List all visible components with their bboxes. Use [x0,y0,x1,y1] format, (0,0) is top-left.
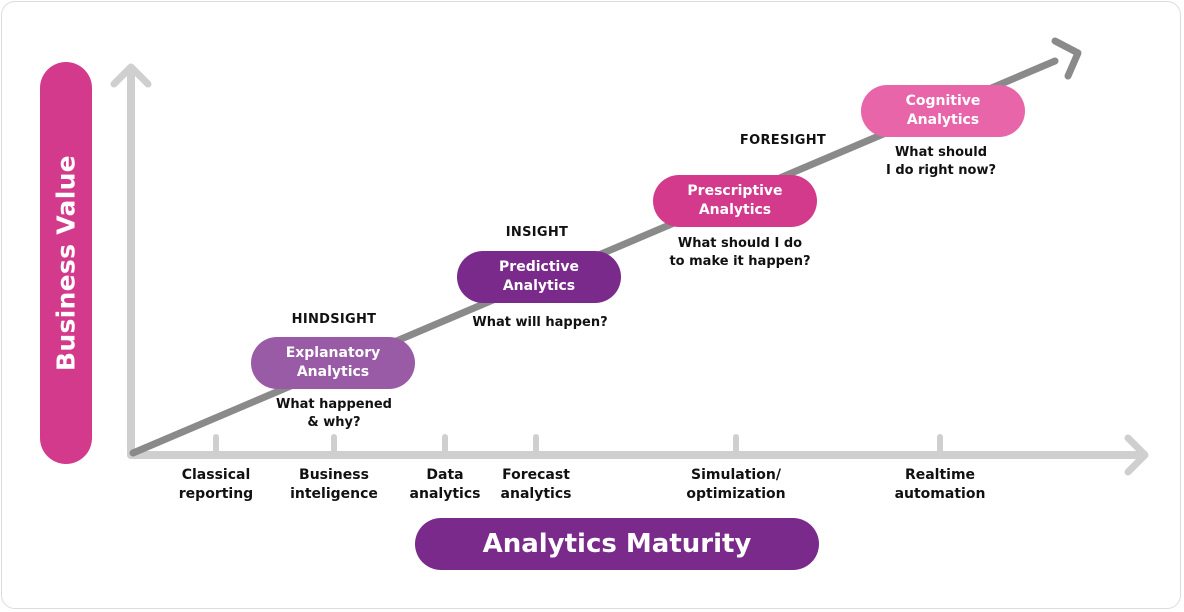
question-line: What should [894,145,988,160]
x-tick-label-line: Data [426,467,464,483]
x-tick-label-line: reporting [178,486,254,502]
stage-label-foresight: FORESIGHT [739,133,827,148]
x-tick-label-line: analytics [409,486,481,502]
x-tick-label-line: optimization [686,486,786,502]
question-line: What happened [276,397,392,412]
predictive-question: What will happen? [472,314,607,332]
x-tick-label-line: Simulation/ [691,467,781,483]
pill-title-line: Cognitive [905,93,981,109]
stage-label-insight: INSIGHT [505,225,569,240]
x-tick-label: Data analytics [410,466,481,504]
cognitive-analytics-pill: Cognitive Analytics [861,85,1025,137]
y-axis-label: Business Value [51,155,81,371]
x-tick-label-line: analytics [500,486,572,502]
analytics-maturity-band: Analytics Maturity [415,518,819,570]
x-tick-label-line: Business [299,467,369,483]
x-tick-label: Forecast analytics [501,466,572,504]
x-tick-label: Business inteligence [290,466,378,504]
x-tick-label-line: Classical [181,467,251,483]
x-tick-label: Realtime automation [895,466,986,504]
x-tick-label-line: inteligence [290,486,378,502]
pill-title-line: Analytics [698,202,772,218]
cognitive-question: What should I do right now? [886,144,996,180]
question-line: What will happen? [472,315,608,330]
business-value-band [40,62,92,464]
x-tick-label-line: Realtime [904,467,976,483]
prescriptive-analytics-pill: Prescriptive Analytics [653,175,817,227]
pill-title-line: Analytics [502,278,576,294]
predictive-analytics-pill: Predictive Analytics [457,251,621,303]
pill-title-line: Prescriptive [687,183,783,199]
y-axis-arrowhead [110,63,152,88]
pill-title-line: Analytics [296,364,370,380]
x-axis-arrowhead [1124,434,1149,476]
pill-title-line: Predictive [499,259,579,275]
trend-arrowhead [1051,37,1082,80]
explanatory-question: What happened & why? [276,396,392,432]
question-line: & why? [307,415,361,430]
x-tick-label: Simulation/ optimization [686,466,785,504]
stage-label-hindsight: HINDSIGHT [291,312,377,327]
prescriptive-question: What should I do to make it happen? [669,235,810,271]
question-line: What should I do [677,236,803,251]
x-tick-label: Classical reporting [179,466,253,504]
x-tick-label-line: automation [894,486,986,502]
pill-title-line: Analytics [906,112,980,128]
pill-title-line: Explanatory [285,345,381,361]
explanatory-analytics-pill: Explanatory Analytics [251,337,415,389]
question-line: to make it happen? [669,254,811,269]
x-tick-label-line: Forecast [502,467,570,483]
question-line: I do right now? [885,163,997,178]
